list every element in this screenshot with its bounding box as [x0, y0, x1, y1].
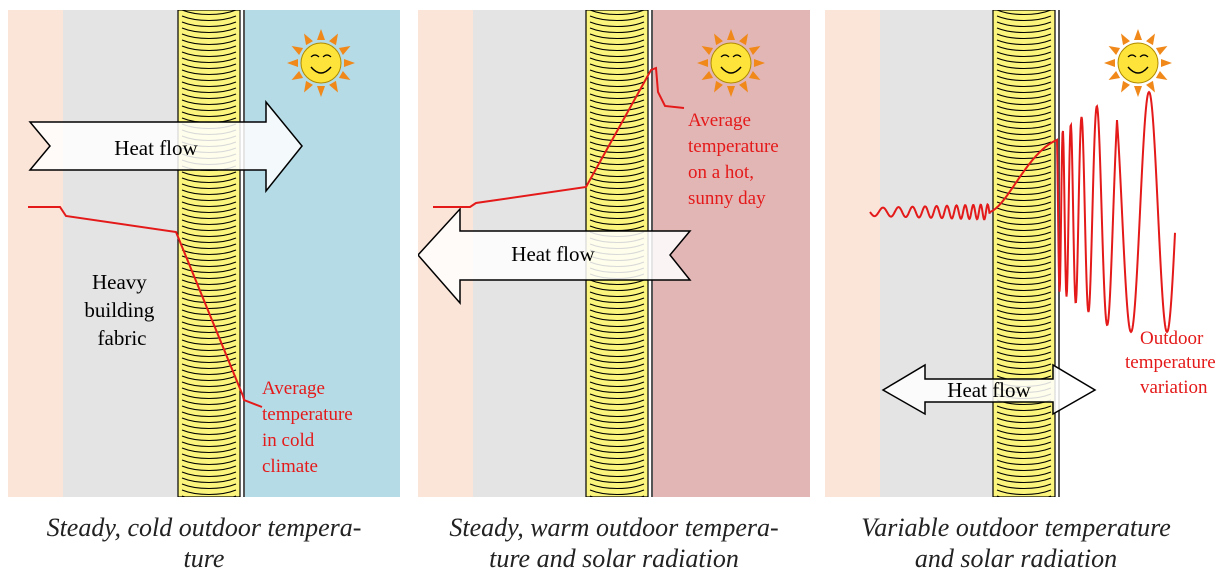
panel-hot-sunny: Heat flow Average temperature on a hot, …: [418, 10, 810, 497]
sun-icon: [697, 29, 765, 97]
fabric-label: Heavy building fabric: [84, 270, 159, 350]
temperature-profile-line: [433, 66, 685, 208]
insulation-pattern: [996, 10, 1052, 497]
temperature-profile-line: [28, 206, 263, 408]
temperature-oscillation-line: [869, 90, 1176, 334]
caption-variable: Variable outdoor temperature and solar r…: [861, 513, 1171, 573]
heavy-building-fabric: [880, 10, 993, 497]
heavy-building-fabric: [63, 10, 178, 497]
temperature-label: Average temperature on a hot, sunny day: [688, 110, 783, 209]
temperature-label: Outdoor temperature variation: [1125, 328, 1217, 398]
heat-flow-label: Heat flow: [114, 136, 198, 160]
panel-variable: Heat flow Outdoor temperature variation: [825, 10, 1217, 497]
insulation-layer: [992, 10, 1056, 497]
panel-cold-diagram: Heat flow Heavy building fabric Average …: [8, 10, 400, 497]
panel-cold-climate: Heat flow Heavy building fabric Average …: [8, 10, 400, 497]
insulation-layer: [177, 10, 241, 497]
caption-hot: Steady, warm outdoor tempera- ture and s…: [449, 513, 779, 573]
heat-flow-arrow-icon: Heat flow: [28, 99, 303, 194]
heat-flow-double-arrow-icon: Heat flow: [881, 363, 1097, 416]
sun-icon: [287, 29, 355, 97]
caption-cold: Steady, cold outdoor tempera- ture: [46, 513, 362, 573]
heat-flow-label: Heat flow: [511, 242, 595, 266]
panel-variable-diagram: Heat flow Outdoor temperature variation: [825, 10, 1217, 497]
indoor-zone: [8, 10, 63, 497]
temperature-label: Average temperature in cold climate: [262, 378, 357, 477]
sun-icon: [1104, 29, 1172, 97]
heat-flow-label: Heat flow: [947, 378, 1031, 402]
heat-flow-arrow-icon: Heat flow: [418, 207, 692, 305]
indoor-zone: [825, 10, 880, 497]
panel-hot-diagram: Heat flow Average temperature on a hot, …: [418, 10, 810, 497]
